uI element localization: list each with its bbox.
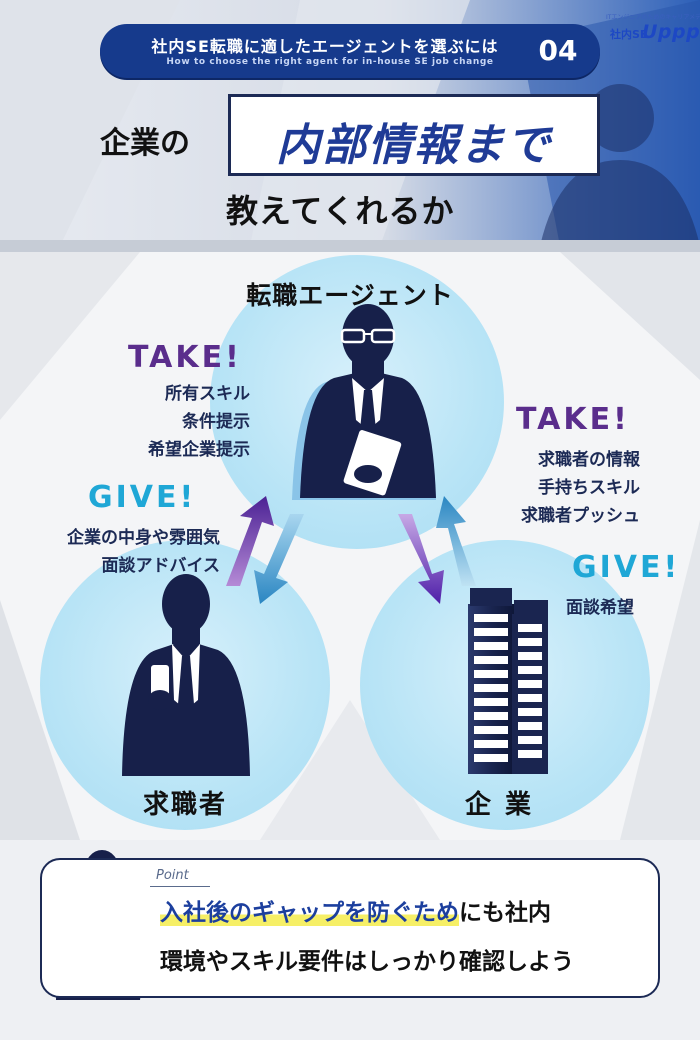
company-building-icon (468, 588, 548, 774)
teach-line: 教えてくれるか (226, 192, 455, 230)
banner-subtitle: How to choose the right agent for in-hou… (166, 57, 494, 67)
logo-tagline: ITエンジニアのためのキャリアメディア (606, 14, 700, 21)
give-right-list: 面談希望 (566, 594, 656, 622)
list-item: 求職者プッシュ (521, 506, 640, 526)
list-item: 所有スキル (165, 384, 250, 404)
brand-logo[interactable]: ITエンジニアのためのキャリアメディア 社内SE Uppp (606, 12, 700, 46)
banner-title: 社内SE転職に適したエージェントを選ぶには (151, 37, 499, 56)
take-right-list: 求職者の情報 手持ちスキル 求職者プッシュ (490, 446, 640, 530)
point-box (40, 858, 660, 998)
list-item: 面談アドバイス (101, 556, 221, 576)
take-right-title: TAKE! (516, 402, 630, 437)
list-item: 求職者の情報 (538, 450, 640, 470)
header-banner: 社内SE転職に適したエージェントを選ぶには How to choose the … (100, 24, 600, 78)
take-left-list: 所有スキル 条件提示 希望企業提示 (100, 380, 250, 464)
header-divider (0, 240, 700, 252)
arrow-agent-to-company-icon (398, 514, 444, 604)
banner-number: 04 (538, 34, 578, 67)
arrow-agent-to-seeker-icon (254, 514, 304, 604)
take-left-title: TAKE! (128, 340, 242, 375)
seeker-label: 求職者 (142, 790, 227, 820)
agent-label: 転職エージェント (246, 281, 454, 310)
highlight-box: 内部情報まで (228, 94, 600, 176)
list-item: 面談希望 (566, 598, 634, 618)
point-line-1-rest: にも社内 (459, 900, 551, 926)
job-seeker-figure-icon (122, 574, 250, 776)
point-line-1: 入社後のギャップを防ぐためにも社内 (160, 893, 551, 927)
highlight-text: 内部情報まで (276, 120, 552, 171)
logo-kanji: 社内SE (610, 28, 648, 41)
give-left-list: 企業の中身や雰囲気 面談アドバイス (30, 524, 220, 580)
arrow-seeker-to-agent-icon (226, 496, 274, 586)
arrow-company-to-agent-icon (436, 496, 476, 586)
point-underline (150, 886, 210, 887)
logo-wordmark: Uppp (642, 21, 700, 43)
list-item: 手持ちスキル (538, 478, 640, 498)
agent-figure-icon (292, 304, 436, 500)
point-line-2: 環境やスキル要件はしっかり確認しよう (160, 949, 574, 975)
point-label: Point (156, 868, 189, 883)
list-item: 企業の中身や雰囲気 (67, 528, 220, 548)
point-highlight: 入社後のギャップを防ぐため (160, 900, 459, 926)
give-right-title: GIVE! (572, 550, 681, 585)
company-label: 企業の (100, 126, 190, 161)
list-item: 条件提示 (182, 412, 250, 432)
company-label-node: 企業 (464, 790, 545, 820)
list-item: 希望企業提示 (148, 440, 250, 460)
give-left-title: GIVE! (88, 480, 197, 515)
